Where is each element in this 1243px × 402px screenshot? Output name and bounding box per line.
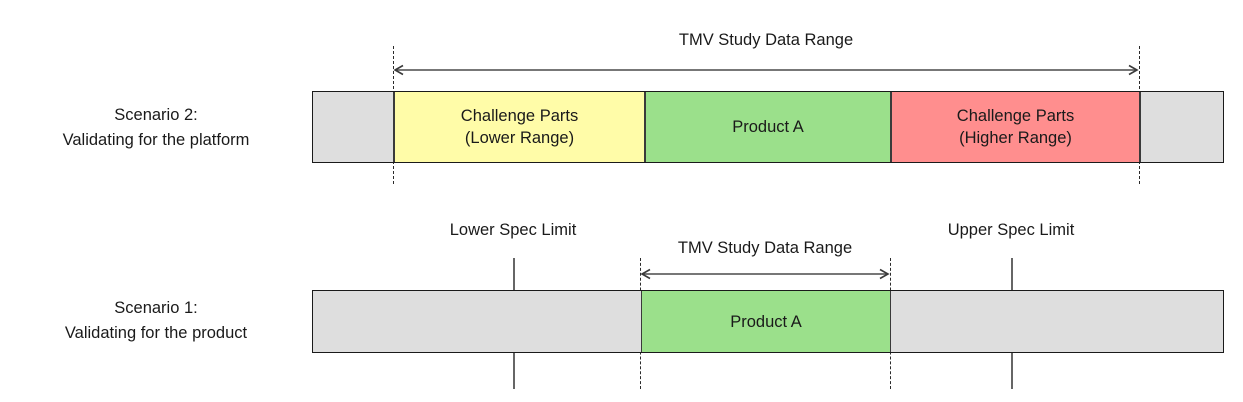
lower-spec-limit-caption: Lower Spec Limit xyxy=(449,221,577,239)
scenario2-label-line2: Validating for the platform xyxy=(62,131,250,149)
scenario1-bar: Product A xyxy=(312,290,1224,353)
scenario2-segment-challenge-lower: Challenge Parts (Lower Range) xyxy=(394,92,645,162)
scenario1-segment-right-neutral xyxy=(891,291,1223,352)
scenario2-segment-right-neutral xyxy=(1140,92,1223,162)
scenario1-segment-left-neutral xyxy=(313,291,641,352)
challenge-lower-line1: Challenge Parts xyxy=(460,107,579,125)
scenario1-label-line2: Validating for the product xyxy=(64,324,248,342)
scenario2-label: Scenario 2: Validating for the platform xyxy=(20,103,292,153)
challenge-lower-line2: (Lower Range) xyxy=(464,129,575,147)
challenge-higher-line1: Challenge Parts xyxy=(956,107,1075,125)
scenario1-range-arrow xyxy=(640,268,890,280)
scenario2-label-line1: Scenario 2: xyxy=(114,106,198,124)
upper-spec-limit-caption: Upper Spec Limit xyxy=(947,221,1075,239)
scenario2-product-a-label: Product A xyxy=(732,116,804,138)
scenario2-segment-left-neutral xyxy=(313,92,394,162)
scenario1-label: Scenario 1: Validating for the product xyxy=(20,296,292,346)
scenario2-challenge-lower-label: Challenge Parts (Lower Range) xyxy=(461,105,578,149)
scenario2-range-arrow xyxy=(393,64,1139,76)
scenario2-segment-product-a: Product A xyxy=(645,92,891,162)
scenario2-range-caption: TMV Study Data Range xyxy=(678,31,854,49)
scenario2-segment-challenge-higher: Challenge Parts (Higher Range) xyxy=(891,92,1140,162)
challenge-higher-line2: (Higher Range) xyxy=(959,129,1072,147)
scenario1-segment-product-a: Product A xyxy=(641,291,891,352)
scenario1-product-a-label: Product A xyxy=(730,312,802,331)
scenario2-bar: Challenge Parts (Lower Range) Product A … xyxy=(312,91,1224,163)
product-a-line1: Product A xyxy=(732,118,804,136)
scenario1-range-caption: TMV Study Data Range xyxy=(677,239,853,257)
scenario1-label-line1: Scenario 1: xyxy=(114,299,198,317)
scenario2-challenge-higher-label: Challenge Parts (Higher Range) xyxy=(957,105,1074,149)
